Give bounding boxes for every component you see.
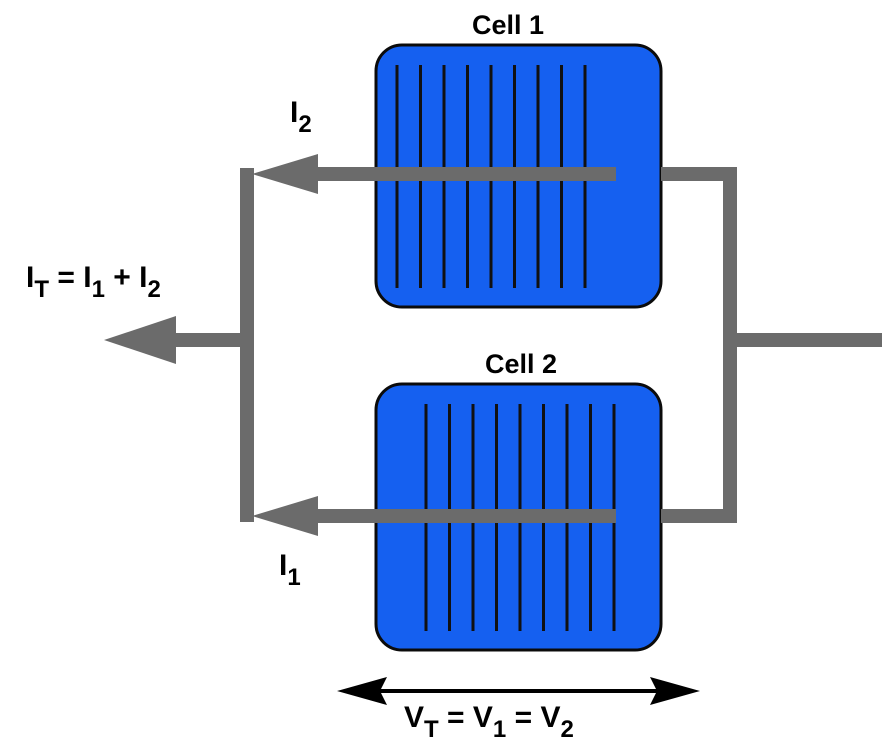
cell-1-current-arrow bbox=[252, 154, 318, 194]
voltage-arrow-left-head bbox=[337, 677, 387, 705]
voltage-arrow bbox=[337, 677, 700, 705]
cell-1-label: Cell 1 bbox=[472, 10, 544, 40]
cell-2-label: Cell 2 bbox=[485, 349, 557, 379]
voltage-arrow-right-head bbox=[650, 677, 700, 705]
cell-2-current-label: I1 bbox=[279, 549, 301, 591]
cell-2-current-arrow bbox=[252, 496, 318, 536]
voltage-label: VT = V1 = V2 bbox=[404, 701, 574, 739]
cell-1-current-label: I2 bbox=[290, 96, 312, 138]
total-current-label: IT = I1 + I2 bbox=[26, 261, 161, 303]
right-bus-wire bbox=[661, 167, 737, 523]
output-current-arrow bbox=[104, 316, 176, 364]
circuit-wires bbox=[168, 167, 882, 523]
